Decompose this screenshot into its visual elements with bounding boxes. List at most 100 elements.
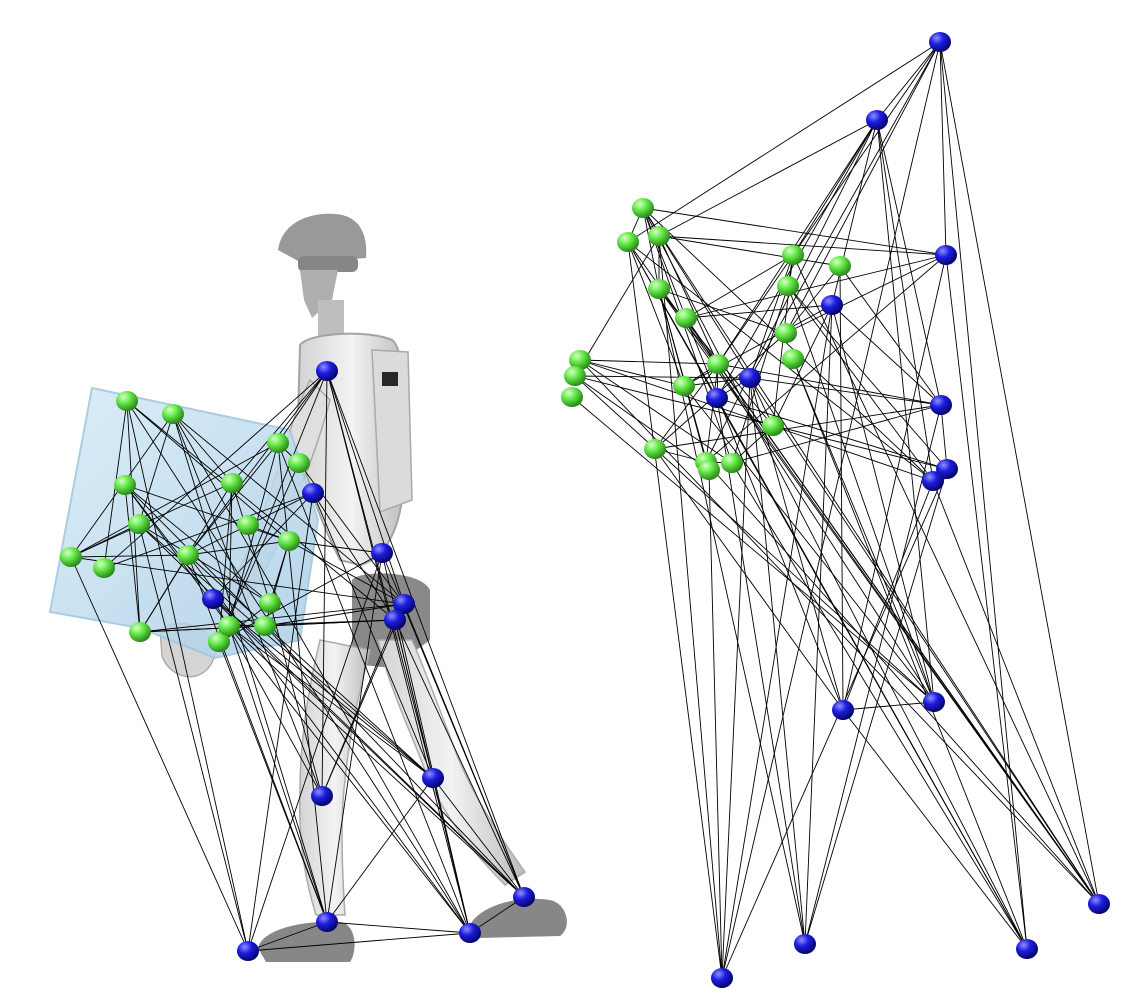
left-robot-node xyxy=(384,610,406,630)
right-edge xyxy=(842,709,1028,950)
right-edge xyxy=(658,235,723,979)
right-edge xyxy=(731,462,1028,950)
right-edge xyxy=(579,359,733,464)
robot-foot-back xyxy=(258,921,355,962)
left-edge xyxy=(228,482,233,627)
right-edge xyxy=(683,377,751,387)
right-edge xyxy=(685,317,844,711)
left-edge xyxy=(126,400,396,621)
right-robot-node xyxy=(1016,939,1038,959)
left-edge xyxy=(126,400,471,934)
robot-leg-back xyxy=(298,639,371,916)
right-edge xyxy=(785,41,941,334)
left-panel xyxy=(48,213,567,962)
left-edge xyxy=(228,625,525,898)
right-graph-nodes xyxy=(561,32,1110,988)
carried-box xyxy=(48,386,320,660)
right-edge xyxy=(792,254,1100,905)
right-robot-node xyxy=(935,245,957,265)
left-robot-node xyxy=(311,786,333,806)
left-edge xyxy=(469,896,525,934)
right-object-node xyxy=(829,256,851,276)
left-edge xyxy=(231,370,328,484)
right-edge xyxy=(716,397,806,945)
right-edge xyxy=(876,119,942,406)
left-object-node xyxy=(254,616,276,636)
left-edge xyxy=(124,484,271,604)
right-object-node xyxy=(675,308,697,328)
left-edge xyxy=(247,492,314,952)
right-edge xyxy=(772,304,833,427)
left-edge xyxy=(187,540,290,556)
left-edge xyxy=(321,619,396,797)
left-edge xyxy=(172,413,233,484)
right-edge xyxy=(642,207,934,482)
right-edge xyxy=(705,461,1100,905)
left-robot-node xyxy=(422,768,444,788)
right-edge xyxy=(721,304,833,979)
right-edge xyxy=(627,241,723,979)
right-edge xyxy=(574,235,660,377)
right-edge xyxy=(940,404,948,470)
left-edge xyxy=(187,554,434,779)
left-robot-node xyxy=(237,941,259,961)
left-edge xyxy=(394,619,525,898)
left-edge xyxy=(138,523,434,779)
right-object-node xyxy=(762,416,784,436)
right-edge xyxy=(658,288,806,945)
right-edge xyxy=(642,207,687,319)
right-edge xyxy=(721,41,941,979)
left-edge xyxy=(432,777,525,898)
right-object-node xyxy=(698,460,720,480)
left-edge xyxy=(277,370,328,444)
right-edge xyxy=(574,375,948,470)
right-edge xyxy=(831,304,942,406)
right-robot-node xyxy=(739,368,761,388)
right-edge xyxy=(685,254,947,319)
left-edge xyxy=(70,482,233,558)
left-edge xyxy=(70,442,279,558)
right-edge xyxy=(658,288,787,334)
left-graph-nodes xyxy=(60,361,535,961)
right-robot-node xyxy=(929,32,951,52)
left-edge xyxy=(139,625,266,633)
right-edge xyxy=(642,207,947,256)
right-edge xyxy=(717,363,1100,905)
left-object-node xyxy=(129,622,151,642)
right-edge xyxy=(787,285,935,703)
right-object-node xyxy=(707,354,729,374)
left-edge xyxy=(326,370,525,898)
left-edge xyxy=(264,603,405,627)
right-robot-node xyxy=(1088,894,1110,914)
left-edge xyxy=(312,492,396,621)
right-edge xyxy=(939,41,947,256)
left-edge xyxy=(321,370,328,797)
right-edge xyxy=(579,359,719,365)
right-object-node xyxy=(564,366,586,386)
right-edge xyxy=(945,254,1028,950)
left-edge xyxy=(247,552,383,952)
right-object-node xyxy=(617,232,639,252)
right-edge xyxy=(627,241,685,387)
right-edge xyxy=(658,235,841,267)
left-edge xyxy=(326,921,471,934)
left-edge xyxy=(139,554,189,633)
left-edge xyxy=(172,413,405,605)
right-robot-node xyxy=(711,968,733,988)
right-edge xyxy=(716,397,948,470)
right-edge xyxy=(642,207,733,464)
left-object-node xyxy=(237,515,259,535)
left-edge xyxy=(326,777,434,923)
left-edge xyxy=(172,413,323,797)
left-edge xyxy=(138,413,174,525)
right-edge xyxy=(627,241,1028,950)
right-edge xyxy=(654,404,942,450)
left-edge xyxy=(70,556,249,952)
right-edge xyxy=(749,254,794,379)
right-edge xyxy=(705,363,719,463)
left-edge xyxy=(228,625,471,934)
right-edge xyxy=(579,359,685,387)
right-edge xyxy=(749,377,1100,905)
left-edge xyxy=(432,777,471,934)
